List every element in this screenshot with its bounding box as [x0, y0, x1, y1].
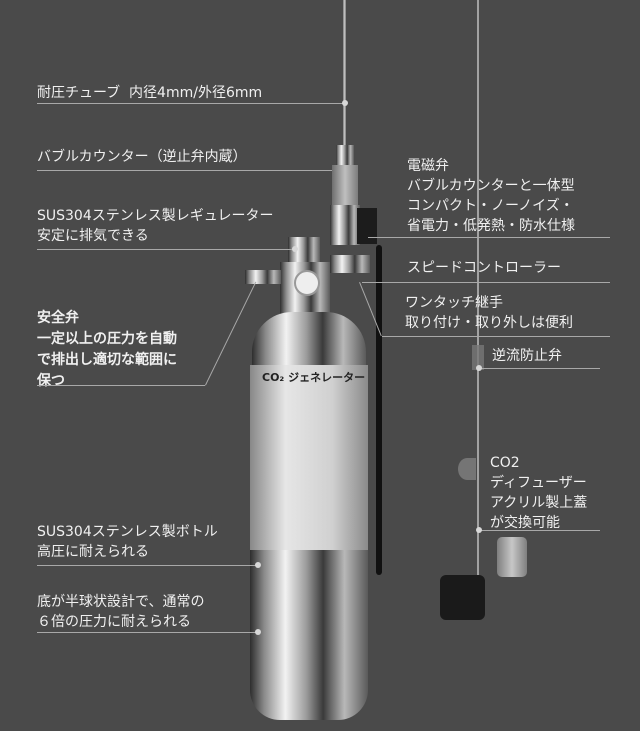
leader-line — [37, 249, 295, 250]
annotation-line: 省電力・低発熱・防水仕様 — [407, 218, 575, 234]
annotation-one-touch: ワンタッチ継手 取り付け・取り外しは便利 — [405, 293, 573, 333]
suction-cup — [458, 458, 476, 480]
annotation-line: ６倍の圧力に耐えられる — [37, 614, 191, 630]
annotation-line: バブルカウンターと一体型 — [407, 178, 575, 194]
bottle-bottom — [250, 550, 368, 720]
leader-line-diagonal — [205, 281, 257, 386]
bottle-shoulder — [252, 312, 366, 372]
annotation-line: 底が半球状設計で、通常の — [37, 594, 205, 610]
leader-line — [37, 170, 332, 171]
bubble-counter-part — [336, 145, 354, 165]
annotation-line: SUS304ステンレス製レギュレーター — [37, 208, 274, 224]
annotation-regulator: SUS304ステンレス製レギュレーター 安定に排気できる — [37, 206, 273, 246]
annotation-line: SUS304ステンレス製ボトル — [37, 524, 218, 540]
leader-line — [37, 385, 205, 386]
leader-line — [368, 237, 610, 238]
annotation-line: 電磁弁 — [407, 158, 449, 174]
annotation-line: 保つ — [37, 373, 65, 389]
solenoid-coil — [357, 208, 377, 244]
annotation-diffuser: CO2 ディフューザー アクリル製上蓋 が交換可能 — [490, 453, 587, 533]
annotation-line: コンパクト・ノーノイズ・ — [407, 198, 574, 214]
pressure-tube — [343, 0, 346, 150]
annotation-line: で排出し適切な範囲に — [37, 352, 177, 368]
product-label-text: CO₂ ジェネレーター — [262, 371, 366, 384]
annotation-speed-controller: スピードコントローラー — [407, 260, 561, 276]
annotation-line: 一定以上の圧力を自動 — [37, 331, 177, 347]
leader-line — [480, 530, 600, 531]
diffuser-head — [497, 537, 527, 577]
bottle-label: CO₂ ジェネレーター — [250, 365, 368, 550]
power-adapter — [440, 575, 485, 620]
leader-line — [480, 368, 600, 369]
safety-valve-part — [245, 270, 281, 284]
annotation-solenoid: 電磁弁 バブルカウンターと一体型 コンパクト・ノーノイズ・ 省電力・低発熱・防水… — [407, 156, 575, 236]
annotation-line: ディフューザー — [490, 475, 587, 491]
annotation-line: 高圧に耐えられる — [37, 544, 149, 560]
leader-dot — [476, 365, 482, 371]
annotation-line: が交換可能 — [490, 515, 560, 531]
speed-controller-part — [330, 255, 370, 273]
annotation-line: 取り付け・取り外しは便利 — [405, 315, 573, 331]
annotation-line: 安定に排気できる — [37, 228, 149, 244]
leader-line — [37, 565, 257, 566]
annotation-line: CO2 — [490, 455, 520, 471]
annotation-check-valve: 逆流防止弁 — [492, 348, 562, 364]
leader-line — [382, 336, 610, 337]
annotation-line: ワンタッチ継手 — [405, 295, 503, 311]
annotation-bottle: SUS304ステンレス製ボトル 高圧に耐えられる — [37, 522, 218, 562]
leader-dot — [255, 629, 261, 635]
annotation-bubble-counter: バブルカウンター（逆止弁内蔵） — [37, 149, 247, 165]
leader-dot — [342, 100, 348, 106]
leader-line — [37, 632, 257, 633]
check-valve-part — [472, 345, 484, 370]
leader-dot — [476, 527, 482, 533]
bubble-counter-glass — [332, 165, 358, 210]
leader-line — [362, 282, 610, 283]
solenoid-body — [330, 205, 360, 245]
annotation-tube: 耐圧チューブ 内径4mm/外径6mm — [37, 85, 263, 101]
leader-line — [37, 103, 345, 104]
leader-dot — [255, 562, 261, 568]
annotation-safety-valve: 安全弁 一定以上の圧力を自動 で排出し適切な範囲に 保つ — [37, 308, 177, 392]
annotation-bottom: 底が半球状設計で、通常の ６倍の圧力に耐えられる — [37, 592, 204, 632]
diffuser-tube — [477, 0, 479, 590]
annotation-line: アクリル製上蓋 — [490, 495, 588, 511]
pressure-gauge — [294, 270, 320, 296]
power-cable — [376, 245, 382, 575]
annotation-line: 安全弁 — [37, 310, 79, 326]
leader-dot — [292, 246, 298, 252]
